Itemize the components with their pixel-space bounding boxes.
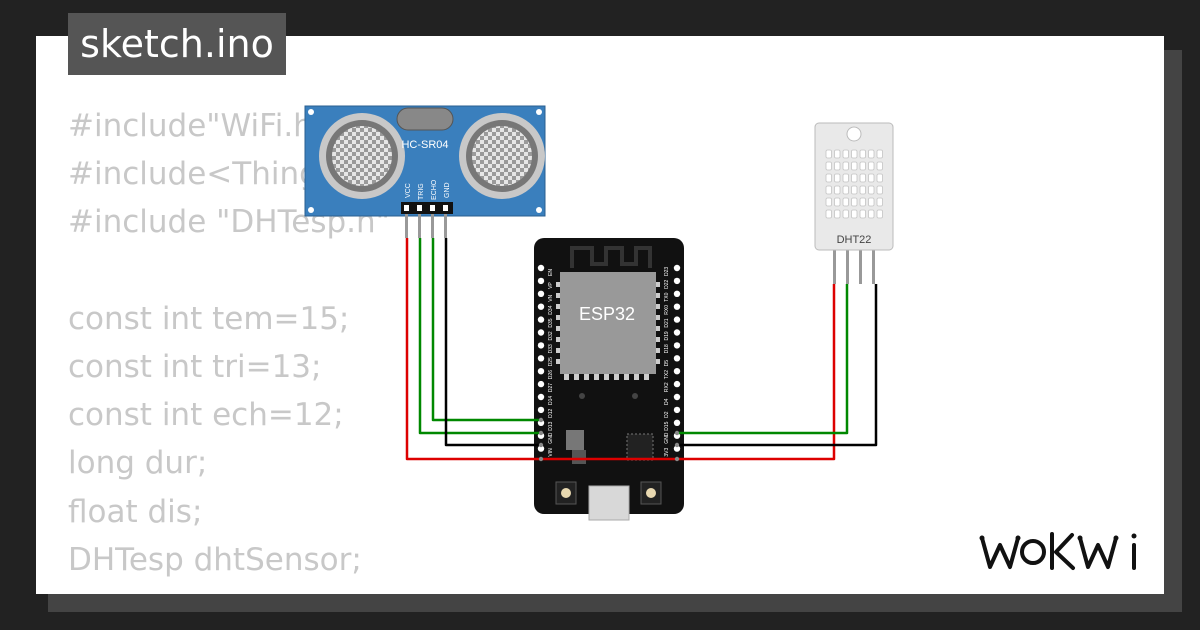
esp32-pin-label: D22: [664, 280, 670, 289]
esp32-pin-label: 3V3: [664, 447, 670, 456]
wire-gnd-gnd: [444, 238, 541, 447]
header-pin: [537, 406, 545, 414]
header-pin: [537, 393, 545, 401]
code-line: const int tri=13;: [68, 348, 322, 385]
header-pin: [673, 316, 681, 323]
code-line: #include"WiFi.h": [68, 108, 328, 144]
header-pin: [537, 342, 545, 349]
ultrasonic-label: HC-SR04: [401, 139, 448, 151]
esp32-pin-label: D27: [548, 383, 554, 392]
wire-vcc-vin: [405, 238, 836, 461]
code-line: long dur;: [68, 445, 208, 482]
wokwi-logo: [979, 532, 1137, 570]
esp32-board[interactable]: ESP32 ENVPVND34D35D32D33D25D26D27D14D12D…: [534, 238, 684, 521]
header-pin: [537, 264, 545, 272]
header-pin: [673, 290, 681, 297]
esp32-pin-label: D33: [548, 344, 554, 353]
esp32-pin-label: D25: [548, 357, 554, 366]
header-pin: [537, 316, 545, 323]
transducer-left: [319, 113, 405, 199]
wire-trig-d13: [418, 238, 541, 435]
esp32-pin-label: TX2: [664, 370, 670, 379]
code-line: DHTesp dhtSensor;: [68, 541, 362, 578]
header-pin: [537, 380, 545, 388]
header-pin: [673, 406, 681, 414]
pin-label: GND: [444, 182, 451, 198]
wire-endpoints: [538, 417, 680, 462]
reset-button[interactable]: [555, 481, 577, 505]
esp32-module: [560, 272, 656, 374]
code-line: #include "DHTesp.h": [68, 204, 390, 241]
header-pin: [673, 329, 681, 336]
esp32-pin-label: D21: [664, 318, 670, 327]
wifi-antenna: [570, 246, 652, 268]
code-line: const int ech=12;: [68, 397, 344, 434]
esp32-pin-label: TX0: [664, 292, 670, 301]
esp32-pin-label: D4: [664, 398, 670, 405]
esp32-pin-label: VP: [548, 282, 554, 289]
code-line: const int tem=15;: [68, 300, 350, 337]
header-pin: [673, 342, 681, 349]
esp32-pin-label: RX2: [664, 382, 670, 392]
esp32-pin-label: GND: [664, 432, 670, 444]
esp32-pin-label: RX0: [664, 305, 670, 315]
header-pin: [537, 445, 545, 452]
header-pin: [673, 419, 681, 426]
esp32-pin-label: VN: [548, 294, 554, 301]
transducer-right: [459, 113, 545, 199]
ultrasonic-sensor[interactable]: HC-SR04 VCC TRIG ECHO GND: [304, 105, 546, 238]
header-pin: [537, 355, 545, 362]
esp32-pin-label: D34: [548, 305, 554, 314]
pin-label: ECHO: [431, 179, 438, 200]
header-pin: [673, 303, 681, 310]
wire-dht-data-d15: [677, 284, 849, 435]
header-pin: [673, 264, 681, 272]
esp32-pin-label: D15: [664, 421, 670, 430]
esp32-pin-label: EN: [548, 269, 554, 276]
esp32-pin-label: D35: [548, 318, 554, 327]
usb-uart-chip: [626, 433, 654, 461]
dht22-label: DHT22: [837, 234, 872, 246]
module-castellations: [556, 282, 660, 380]
header-pin: [537, 329, 545, 336]
esp32-pin-label: D2: [664, 411, 670, 418]
esp32-pin-label: D14: [548, 396, 554, 405]
pin-label: VCC: [405, 183, 412, 198]
sketch-title: sketch.ino: [68, 13, 286, 75]
esp32-pin-label: D13: [548, 421, 554, 430]
esp32-pin-label: VIN: [548, 448, 554, 457]
boot-button[interactable]: [640, 481, 662, 505]
dht22-grill: [825, 149, 883, 219]
esp32-pin-label: D23: [664, 267, 670, 276]
esp32-pin-label: D5: [664, 360, 670, 367]
dht22-sensor[interactable]: DHT22: [814, 122, 894, 284]
header-pin: [673, 445, 681, 452]
pin-label: TRIG: [418, 183, 425, 200]
code-line: ThingSpeak ...: [68, 584, 470, 594]
header-pin: [673, 380, 681, 388]
voltage-regulator: [566, 430, 584, 450]
esp32-pin-label: D32: [548, 331, 554, 340]
esp32-pin-label: D18: [664, 344, 670, 353]
code-line: float dis;: [68, 493, 203, 530]
header-pin: [537, 277, 545, 285]
header-pin: [537, 368, 545, 375]
wire-echo-d12: [431, 238, 541, 422]
esp32-pin-label: D26: [548, 370, 554, 379]
header-pin: [673, 368, 681, 375]
usb-port: [588, 485, 630, 521]
esp32-pin-label: GND: [548, 432, 554, 444]
header-pin: [673, 393, 681, 401]
header-pin: [537, 303, 545, 310]
esp32-pin-label: D19: [664, 331, 670, 340]
esp32-label: ESP32: [579, 304, 635, 324]
esp32-pin-label: D12: [548, 409, 554, 418]
header-pin: [673, 277, 681, 285]
header-pin: [673, 355, 681, 362]
wire-dht-gnd: [677, 284, 878, 447]
header-pin: [537, 290, 545, 297]
